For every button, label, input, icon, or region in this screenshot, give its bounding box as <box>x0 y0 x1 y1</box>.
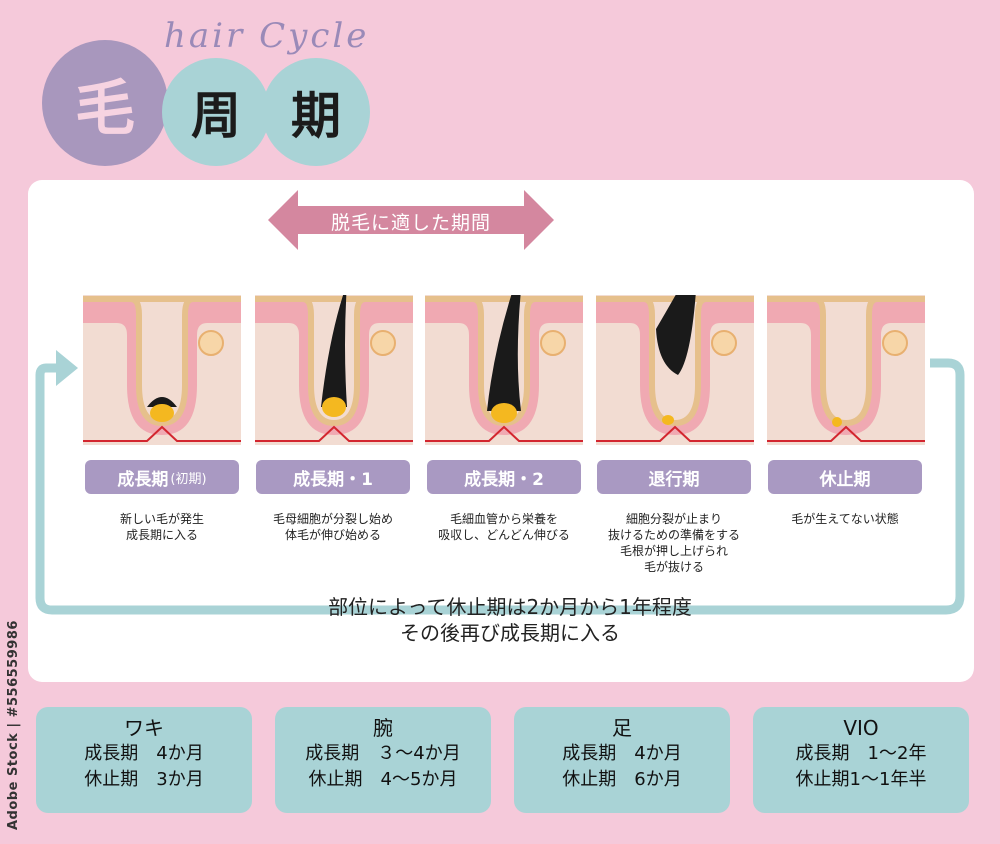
arrow-label: 脱毛に適した期間 <box>330 211 491 234</box>
stage-desc-1: 新しい毛が発生 成長期に入る <box>72 511 252 543</box>
title-char-1: 毛 <box>42 40 168 166</box>
desc-line: 新しい毛が発生 <box>119 512 204 526</box>
desc-line: 吸収し、どんどん伸びる <box>438 528 570 542</box>
cycle-arrow-head <box>56 350 78 386</box>
body-part-box-4: VIO 成長期 1～2年 休止期1～1年半 <box>753 707 969 813</box>
body-part-line: 成長期 1～2年 <box>795 743 927 764</box>
body-part-box-1: ワキ 成長期 4か月 休止期 3か月 <box>36 707 252 813</box>
desc-line: 抜けるための準備をする <box>607 528 740 542</box>
title-char-3: 期 <box>262 58 370 166</box>
double-arrow <box>268 190 554 250</box>
follicle-stage-1 <box>83 295 241 445</box>
desc-line: 毛が抜ける <box>643 560 704 574</box>
follicle-stage-5 <box>767 295 925 445</box>
desc-line: 成長期に入る <box>125 528 198 542</box>
stage-desc-3: 毛細血管から栄養を 吸収し、どんどん伸びる <box>414 511 594 543</box>
follicle-stage-2 <box>255 295 413 445</box>
desc-line: 毛根が押し上げられ <box>619 544 728 558</box>
title-char-2: 周 <box>162 58 270 166</box>
subtitle-hair-cycle: hair Cycle <box>164 16 370 56</box>
stock-watermark: Adobe Stock | #556559986 <box>6 620 21 830</box>
note-line-2: その後再び成長期に入る <box>400 621 620 645</box>
body-part-line: 休止期1～1年半 <box>795 769 927 790</box>
stage-desc-4: 細胞分裂が止まり 抜けるための準備をする 毛根が押し上げられ 毛が抜ける <box>584 511 764 575</box>
stage-label-4: 退行期 <box>597 460 751 494</box>
body-part-line: 休止期 6か月 <box>562 769 682 790</box>
desc-line: 細胞分裂が止まり <box>625 512 722 526</box>
stage-label-3: 成長期・2 <box>427 460 581 494</box>
body-part-name: 腕 <box>373 716 393 740</box>
body-part-line: 成長期 4か月 <box>562 743 682 764</box>
body-part-box-3: 足 成長期 4か月 休止期 6か月 <box>514 707 730 813</box>
stage-label-5: 休止期 <box>768 460 922 494</box>
body-part-line: 成長期 4か月 <box>84 743 204 764</box>
body-part-name: VIO <box>843 716 879 740</box>
body-part-line: 休止期 4～5か月 <box>308 769 458 790</box>
body-part-line: 休止期 3か月 <box>84 769 204 790</box>
desc-line: 毛が生えてない状態 <box>791 512 899 526</box>
desc-line: 毛母細胞が分裂し始め <box>272 512 393 526</box>
body-part-line: 成長期 ３～4か月 <box>305 743 461 764</box>
stage-desc-5: 毛が生えてない状態 <box>755 511 935 527</box>
stage-label-1: 成長期(初期) <box>85 460 239 494</box>
body-part-box-2: 腕 成長期 ３～4か月 休止期 4～5か月 <box>275 707 491 813</box>
stage-sublabel: (初期) <box>170 471 207 487</box>
follicle-stage-4 <box>596 295 754 445</box>
follicle-stage-3 <box>425 295 583 445</box>
body-part-name: ワキ <box>124 716 164 740</box>
cycle-return-arrow <box>35 358 965 615</box>
stage-label-2: 成長期・1 <box>256 460 410 494</box>
stage-label-text: 成長期 <box>117 469 169 490</box>
body-part-name: 足 <box>612 716 632 740</box>
desc-line: 体毛が伸び始める <box>284 528 381 542</box>
note-line-1: 部位によって休止期は2か月から1年程度 <box>328 595 692 619</box>
stage-desc-2: 毛母細胞が分裂し始め 体毛が伸び始める <box>243 511 423 543</box>
cycle-note: 部位によって休止期は2か月から1年程度 その後再び成長期に入る <box>250 594 770 646</box>
desc-line: 毛細血管から栄養を <box>449 512 558 526</box>
